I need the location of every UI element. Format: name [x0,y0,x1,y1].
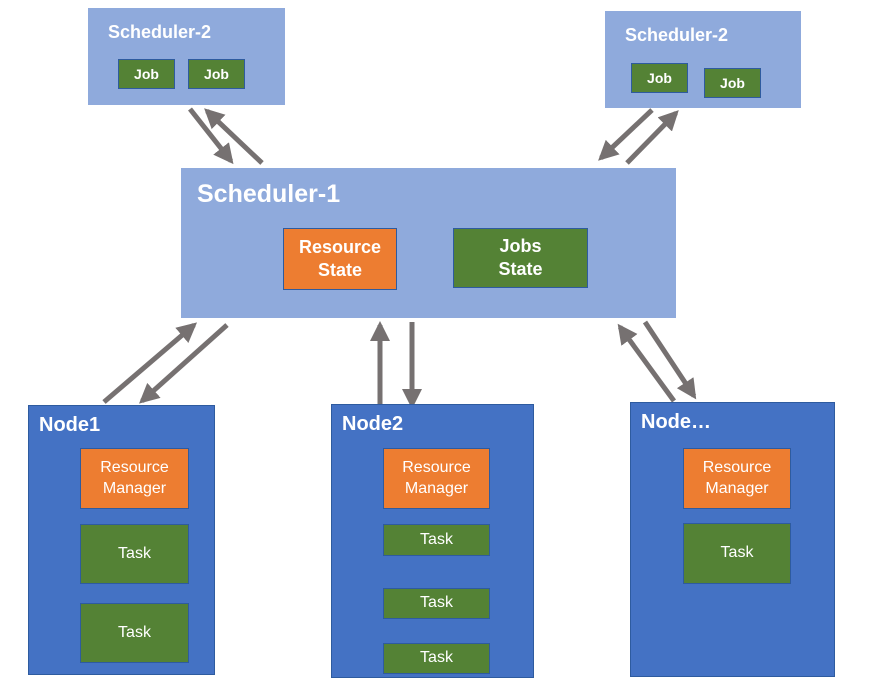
node-ellipsis-box: Node… Resource Manager Task [630,402,835,677]
task-box: Task [383,524,490,556]
arrow-up-from-node1 [102,322,198,404]
job-box: Job [704,68,761,98]
job-box: Job [118,59,175,89]
node1-box: Node1 Resource Manager Task Task [28,405,215,675]
arrow-pair-node2-scheduler1 [370,321,422,409]
arrow-pair-node1-scheduler1 [102,322,229,404]
arrow-down-to-node3 [642,320,697,400]
node-ellipsis-title: Node… [641,411,711,433]
job-box: Job [631,63,688,93]
arrow-pair-node3-scheduler1 [617,320,697,403]
task-box: Task [683,523,791,584]
arrow-down-to-node1 [139,323,229,404]
scheduler2-left-title: Scheduler-2 [108,22,212,42]
jobs-state-box: Jobs State [453,228,588,288]
node2-title: Node2 [342,413,404,435]
task-box: Task [383,588,490,619]
task-box: Task [383,643,490,674]
resource-manager-label-line1: Resource [702,458,772,476]
resource-state-box: Resource State [283,228,397,290]
job-box: Job [188,59,245,89]
arrow-up-to-scheduler2-left [204,108,264,165]
task-box: Task [80,603,189,663]
resource-manager-label-line2: Manager [705,479,769,497]
node2-box: Node2 Resource Manager Task Task Task [331,404,534,678]
jobs-state-label-line2: State [498,259,543,279]
node1-title: Node1 [39,414,101,436]
resource-manager-box: Resource Manager [383,448,490,509]
resource-state-label-line1: Resource [298,236,382,257]
resource-manager-label-line1: Resource [100,458,169,476]
scheduler1-title: Scheduler-1 [197,180,341,208]
resource-manager-label-line1: Resource [402,458,471,476]
resource-manager-box: Resource Manager [80,448,189,509]
arrow-down-to-scheduler1-right [598,108,654,161]
resource-manager-box: Resource Manager [683,448,791,509]
scheduler2-left-box: Scheduler-2 Job Job [88,8,285,105]
arrow-up-to-scheduler2-right [625,110,679,165]
scheduler1-box: Scheduler-1 Resource State Jobs State [181,168,676,318]
scheduler2-right-title: Scheduler-2 [625,25,729,45]
arrow-pair-scheduler2-left-scheduler1 [188,107,264,165]
task-box: Task [80,524,189,584]
arrow-up-from-node3 [617,323,677,403]
resource-state-label-line2: State [317,260,362,280]
jobs-state-label-line1: Jobs [499,235,542,256]
arrow-down-to-scheduler1-left [188,107,234,165]
scheduler2-right-box: Scheduler-2 Job Job [605,11,801,108]
arrow-pair-scheduler2-right-scheduler1 [598,108,679,165]
resource-manager-label-line2: Manager [102,479,167,497]
resource-manager-label-line2: Manager [404,479,469,497]
